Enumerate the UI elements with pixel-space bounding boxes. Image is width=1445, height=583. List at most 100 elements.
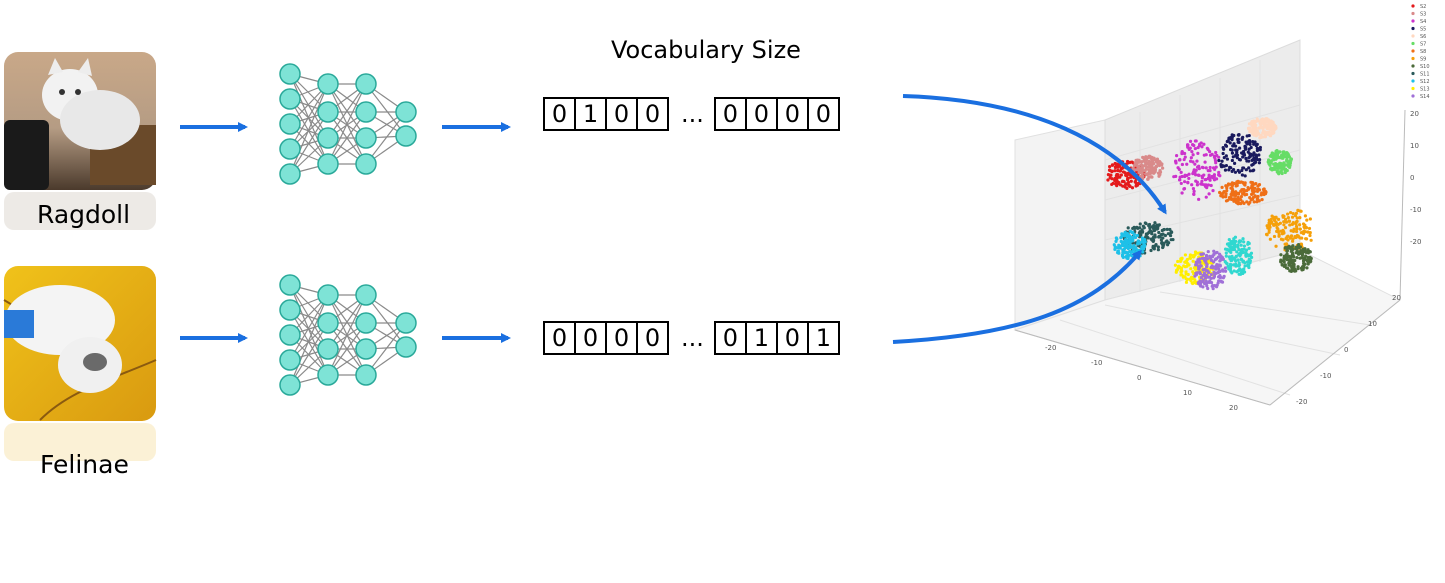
scatter-point <box>1273 165 1277 169</box>
legend-label: S7 <box>1420 42 1426 48</box>
legend-marker <box>1411 71 1415 76</box>
scatter-point <box>1214 150 1218 155</box>
scatter-point <box>1247 127 1251 131</box>
network-node <box>317 364 339 386</box>
scatter-point <box>1183 155 1187 159</box>
scatter-point <box>1230 158 1234 163</box>
scatter-point <box>1129 239 1133 244</box>
scatter-point <box>1209 272 1213 277</box>
neural-network-1 <box>279 63 417 185</box>
scatter-point <box>1251 162 1255 166</box>
x-tick-label: -10 <box>1091 359 1102 367</box>
x-tick-label: -20 <box>1045 344 1056 352</box>
vector-cell: 0 <box>574 321 607 355</box>
scatter-point <box>1218 174 1222 178</box>
scatter-point <box>1233 197 1238 201</box>
scatter-point <box>1299 266 1304 270</box>
scatter-point <box>1217 158 1221 163</box>
scatter-point <box>1206 249 1210 254</box>
scatter-point <box>1119 236 1123 240</box>
network-edge <box>365 83 407 137</box>
scatter-point <box>1291 237 1295 241</box>
network-node <box>279 138 301 160</box>
scatter-point <box>1116 173 1120 177</box>
scatter-point <box>1261 129 1265 133</box>
scatter-point <box>1294 222 1298 226</box>
scatter-point <box>1134 181 1138 186</box>
scatter-point <box>1195 183 1200 187</box>
network-edge <box>365 294 407 348</box>
legend-marker <box>1411 34 1415 38</box>
scatter-point <box>1224 254 1228 258</box>
scatter-point <box>1221 257 1225 261</box>
scatter-point <box>1223 269 1228 273</box>
network-node <box>317 153 339 175</box>
z-tick-label: 20 <box>1410 110 1419 118</box>
scatter-point <box>1231 188 1235 192</box>
legend-label: S4 <box>1420 19 1426 25</box>
scatter-point <box>1215 262 1219 267</box>
scatter-point <box>1154 226 1158 230</box>
scatter-point <box>1148 226 1152 230</box>
scatter-point <box>1213 258 1217 262</box>
scatter-point <box>1196 281 1200 285</box>
scatter-point <box>1210 264 1214 268</box>
scatter-point <box>1295 227 1299 231</box>
scatter-point <box>1144 232 1148 236</box>
scatter-point <box>1128 243 1132 247</box>
network-edge <box>289 83 329 150</box>
vector-cell: 0 <box>636 321 669 355</box>
scatter-point <box>1275 162 1279 166</box>
scatter-point <box>1218 190 1222 195</box>
scatter-point <box>1122 249 1126 253</box>
scatter-point <box>1306 230 1310 234</box>
scatter-point <box>1193 139 1198 143</box>
scatter-point <box>1129 175 1133 179</box>
scatter-point <box>1131 226 1135 231</box>
scatter-point <box>1185 162 1189 166</box>
scatter-point <box>1251 187 1255 191</box>
scatter-point <box>1276 169 1280 173</box>
vocab-vector-1: 0 1 0 0 ... 0 0 0 0 <box>543 97 840 131</box>
scatter-point <box>1153 167 1158 172</box>
scatter-point <box>1280 171 1284 176</box>
ragdoll-label: Ragdoll <box>37 200 131 229</box>
scatter-point <box>1183 275 1187 279</box>
scatter-point <box>1238 267 1242 271</box>
scatter-point <box>1161 245 1165 250</box>
scatter-point <box>1189 279 1193 283</box>
scatter-point <box>1161 166 1165 170</box>
scatter-point <box>1193 266 1197 270</box>
scatter-point <box>1247 147 1251 151</box>
scatter-point <box>1265 233 1269 237</box>
scatter-point <box>1230 151 1235 155</box>
scatter-point <box>1275 149 1279 153</box>
scatter-point <box>1286 152 1290 156</box>
scatter-point <box>1298 223 1302 227</box>
scatter-point <box>1142 242 1146 247</box>
scatter-point <box>1191 186 1196 191</box>
scatter-point <box>1298 215 1302 220</box>
ragdoll-photo-reflection <box>4 192 156 230</box>
scatter-point <box>1123 171 1127 175</box>
scatter-point <box>1144 235 1148 239</box>
scatter-point <box>1262 122 1266 126</box>
vector-cell: 1 <box>574 97 607 131</box>
scatter-point <box>1205 284 1209 288</box>
scatter-point <box>1113 245 1117 249</box>
scatter-point <box>1309 238 1313 242</box>
scatter-point <box>1228 141 1232 145</box>
network-node <box>279 299 301 321</box>
network-node <box>355 127 377 149</box>
scatter-point <box>1267 230 1271 234</box>
scatter-point <box>1221 191 1225 195</box>
network-node <box>279 63 301 85</box>
scatter-point <box>1253 160 1258 164</box>
scatter-point <box>1117 244 1121 248</box>
scatter-point <box>1124 173 1129 177</box>
network-edge <box>289 294 329 361</box>
scatter-point <box>1281 152 1286 156</box>
network-node <box>355 364 377 386</box>
scatter-point <box>1249 152 1253 156</box>
scatter-point <box>1125 186 1129 190</box>
